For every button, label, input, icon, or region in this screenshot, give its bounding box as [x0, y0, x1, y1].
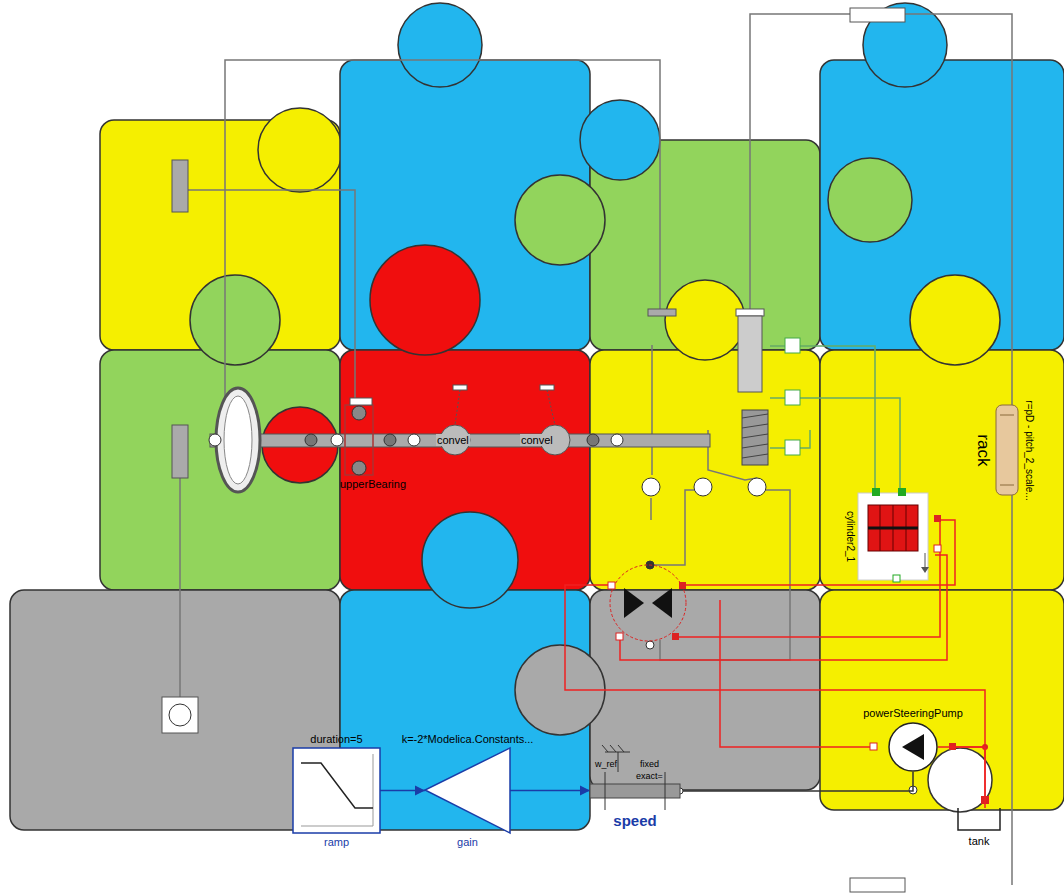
boxes-top — [162, 8, 905, 892]
node-caption: ramp — [324, 836, 349, 848]
mechanical-wires — [180, 14, 1012, 885]
valve-symbol — [608, 565, 989, 804]
node-label: k=-2*Modelica.Constants... — [402, 733, 534, 745]
connector — [380, 786, 425, 796]
hydraulic-cylinder-outline — [858, 493, 928, 580]
part-name: convel — [436, 434, 470, 446]
part-name: convel — [520, 434, 554, 446]
part-name: upperBearing — [340, 478, 406, 490]
ramp-block-outline — [293, 748, 380, 833]
connector — [938, 747, 985, 808]
rack-spring-outline — [996, 405, 1018, 495]
sensor-squares — [785, 338, 800, 455]
gain-block: k=-2*Modelica.Constants...gain — [425, 748, 510, 833]
signal-wires — [770, 346, 900, 493]
node-label: rack — [973, 434, 992, 466]
connector — [510, 786, 590, 796]
parameter: fixed — [640, 760, 659, 770]
node-label: duration=5 — [310, 733, 362, 745]
parameter: exact= — [636, 772, 663, 782]
tank-symbol-outline — [958, 808, 1000, 832]
speed-source-outline — [590, 772, 680, 810]
pump-symbol: powerSteeringPump — [888, 722, 938, 772]
signal-name: w_ref — [595, 760, 617, 770]
steering-column — [209, 316, 768, 649]
gain-block-outline — [425, 748, 510, 833]
rack-spring: rackr=pD - pitch_2_scale... — [996, 405, 1018, 495]
node-label: tank — [969, 835, 990, 847]
pump-symbol-outline — [888, 722, 938, 772]
tank-symbol: tank — [958, 808, 1000, 832]
node-caption: r=pD - pitch_2_scale... — [1024, 400, 1035, 500]
node-label: speed — [613, 813, 656, 830]
ramp-block: duration=5ramp — [293, 748, 380, 833]
puzzle-background — [10, 3, 1064, 830]
node-label: powerSteeringPump — [863, 707, 963, 719]
node-caption: gain — [457, 836, 478, 848]
speed-source: speed — [590, 772, 680, 810]
connector — [677, 772, 913, 794]
hydraulic-cylinder: cylinder2_1 — [858, 493, 928, 580]
node-label: cylinder2_1 — [845, 511, 856, 562]
